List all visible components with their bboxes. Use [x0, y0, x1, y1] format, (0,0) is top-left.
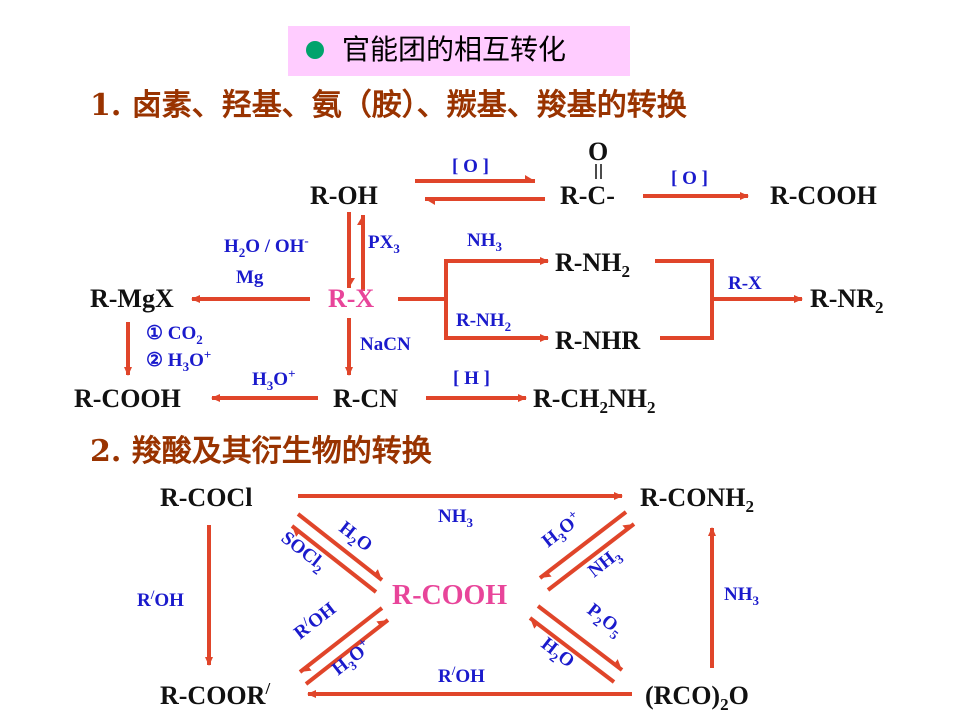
- compound-r-x: R-X: [328, 284, 374, 313]
- compound-r-cooh-top: R-COOH: [770, 181, 877, 210]
- compound-ketone: R-C-: [560, 181, 615, 210]
- reagent-r-nh2: R-NH2: [456, 310, 511, 334]
- slide-title: 官能团的相互转化: [342, 33, 567, 66]
- reagent-nacn: NaCN: [360, 334, 411, 355]
- compound-r-conh2: R-CONH2: [640, 483, 754, 516]
- reagent-h2o-oh: H2O / OH-: [224, 233, 309, 260]
- arrow-cooh-to-conh2: [546, 522, 636, 592]
- bracket-amines: [655, 259, 714, 340]
- compound-r-cn: R-CN: [333, 384, 398, 413]
- compound-r-nhr: R-NHR: [555, 326, 640, 355]
- section2-heading: 2. 羧酸及其衍生物的转换: [90, 434, 432, 469]
- reagent-px3: PX3: [368, 232, 400, 256]
- reagent-h3o-1: ② H3O+: [146, 347, 211, 374]
- compound-r-mgx: R-MgX: [90, 284, 174, 313]
- arrow-cocl-to-cooh: [296, 512, 384, 582]
- compound-r-cooh-center: R-COOH: [392, 580, 507, 611]
- reagent-mg: Mg: [236, 267, 264, 288]
- reagent-nh3-top: NH3: [438, 506, 474, 530]
- compound-r-oh: R-OH: [310, 181, 378, 210]
- arrow-cooh-to-anhydride: [536, 604, 624, 672]
- compound-r-coor: R-COOR/: [160, 679, 270, 710]
- bullet-dot-icon: [306, 41, 324, 59]
- carbonyl-double-bond: [595, 164, 602, 179]
- arrow-cooh-to-cocl: [290, 524, 378, 594]
- compound-r-ch2nh2: R-CH2NH2: [533, 384, 655, 417]
- compound-r-cooh-left: R-COOH: [74, 384, 181, 413]
- reagent-h3o-ll: H3O+: [326, 634, 377, 682]
- arrow-conh2-to-cooh: [538, 510, 628, 580]
- reagent-nh3-ur: NH3: [584, 544, 627, 585]
- arrow-rx-to-amines: [398, 257, 549, 301]
- compound-r-cocl: R-COCl: [160, 483, 252, 512]
- reagent-co2: ① CO2: [146, 323, 203, 347]
- arrow-rx-to-nhr: [444, 299, 549, 342]
- reagent-p2o5: P2O5: [581, 599, 627, 642]
- reagent-nh3-right: NH3: [724, 584, 760, 608]
- arrow-anhydride-to-cooh: [528, 616, 616, 684]
- arrow-coor-to-cooh: [304, 618, 390, 686]
- title-banner: [288, 26, 630, 76]
- reagent-h3o-2: H3O+: [252, 366, 295, 393]
- arrow-cooh-to-coor: [298, 606, 384, 674]
- reagent-r-x: R-X: [728, 273, 762, 294]
- reagent-h2o-ul: H2O: [333, 517, 376, 558]
- reagent-reduction: [ H ]: [453, 368, 490, 389]
- compound-r-nr2: R-NR2: [810, 284, 884, 317]
- reagent-roh-left: R/OH: [137, 587, 184, 611]
- compound-ketone-o: O: [588, 137, 608, 166]
- reagent-roh-bottom: R/OH: [438, 663, 485, 687]
- reagent-nh3: NH3: [467, 230, 503, 254]
- section1-heading: 1. 卤素、羟基、氨（胺）、羰基、羧基的转换: [90, 88, 687, 123]
- compound-r-nh2: R-NH2: [555, 248, 630, 281]
- reagent-h2o-lr: H2O: [535, 633, 578, 674]
- reagent-oxidation-2: [ O ]: [671, 168, 708, 189]
- compound-anhydride: (RCO)2O: [645, 681, 749, 714]
- reagent-roh-ll: R/OH: [288, 596, 340, 644]
- reagent-oxidation-1: [ O ]: [452, 156, 489, 177]
